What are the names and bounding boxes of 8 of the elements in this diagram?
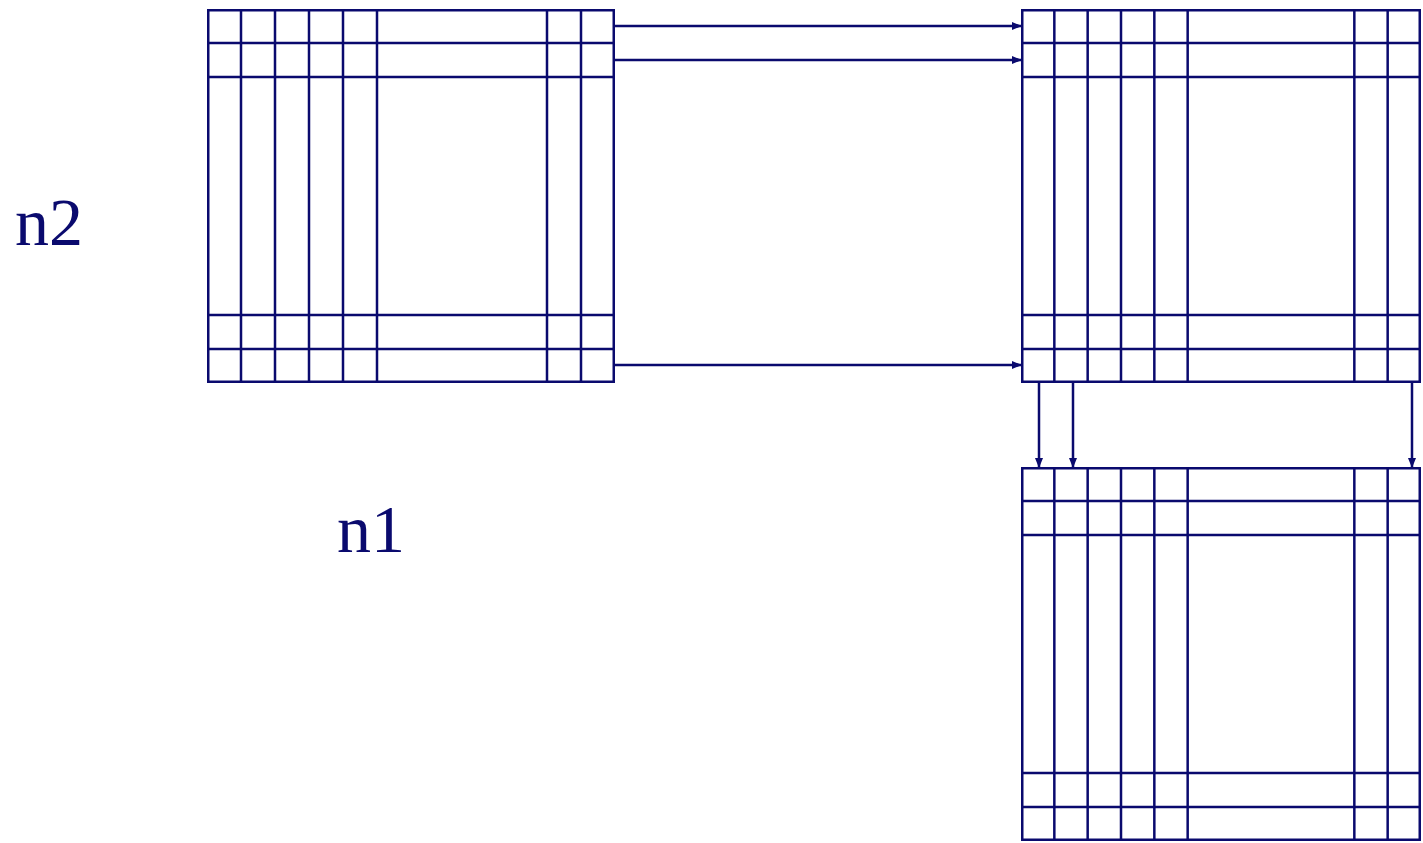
axis-label: n1 bbox=[337, 495, 405, 563]
arrow bbox=[1035, 383, 1043, 468]
axis-label: n2 bbox=[15, 188, 83, 256]
arrow bbox=[615, 361, 1022, 369]
arrow bbox=[615, 56, 1022, 64]
arrow bbox=[1408, 383, 1416, 468]
arrow bbox=[615, 22, 1022, 30]
arrow bbox=[1069, 383, 1077, 468]
